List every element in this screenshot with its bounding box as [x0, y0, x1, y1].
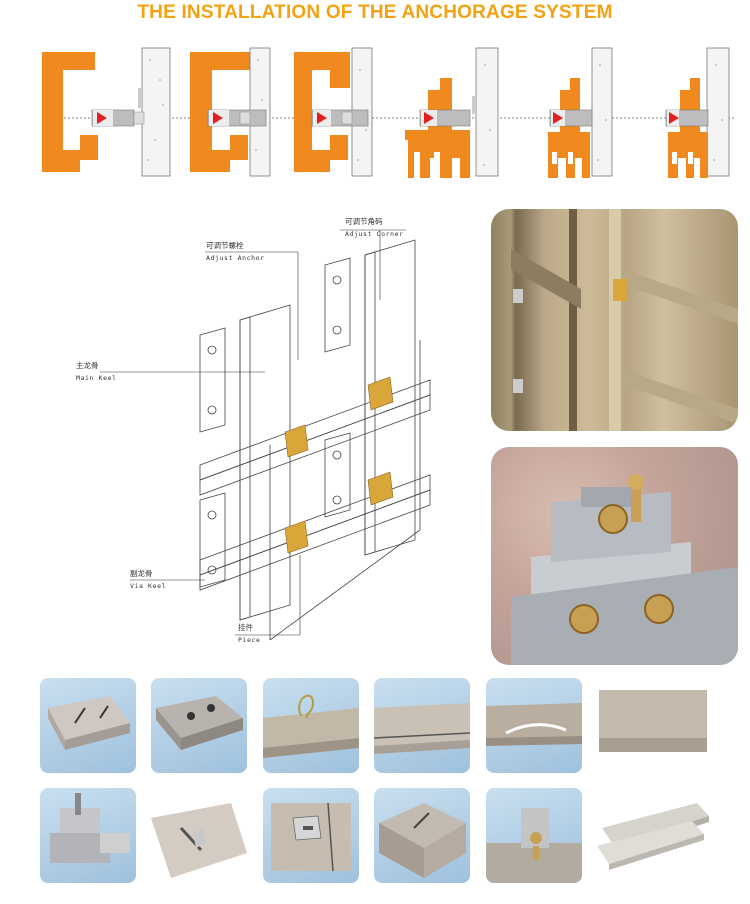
- adjust-corner-label-en: Adjust Corner: [345, 230, 404, 238]
- step-3-diagram: [294, 47, 373, 177]
- keel-system-diagram: 可调节螺栓 Adjust Anchor 可调节角码 Adjust Corner …: [76, 216, 431, 644]
- anchor-bracket-closeup-photo: [491, 447, 738, 665]
- stone-corner-groove-photo: [374, 788, 470, 883]
- wall-installation-photo: [491, 209, 738, 431]
- installation-steps: [42, 47, 735, 178]
- stone-with-plate-photo: [151, 788, 247, 883]
- via-keel-label-cn: 副龙骨: [130, 568, 153, 578]
- step-6-diagram: [665, 47, 730, 178]
- stone-with-wire-hook-photo: [263, 678, 359, 773]
- step-4-diagram: [405, 47, 499, 178]
- page-title: THE INSTALLATION OF THE ANCHORAGE SYSTEM: [137, 2, 613, 23]
- step-2-diagram: [190, 47, 271, 177]
- adjust-anchor-label-cn: 可调节螺栓: [206, 240, 244, 250]
- step-5-diagram: [548, 47, 613, 178]
- stone-with-slotted-plate-photo: [263, 788, 359, 883]
- piece-label-cn: 挂件: [238, 622, 253, 632]
- stone-slab-edge-photo: [597, 678, 710, 773]
- stone-edge-groove-photo: [374, 678, 470, 773]
- bracket-on-stone-photo: [486, 788, 582, 883]
- stone-with-slots-photo: [40, 678, 136, 773]
- stone-with-holes-photo: [151, 678, 247, 773]
- stacked-slabs-photo: [597, 788, 710, 883]
- main-keel-label-cn: 主龙骨: [76, 360, 99, 370]
- piece-label-en: Piece: [238, 636, 261, 644]
- via-keel-label-en: Via Keel: [130, 582, 166, 590]
- main-keel-label-en: Main Keel: [76, 374, 117, 382]
- adjust-corner-label-cn: 可调节角码: [345, 216, 383, 226]
- adjust-anchor-label-en: Adjust Anchor: [206, 254, 265, 262]
- stone-edge-cut-photo: [486, 678, 582, 773]
- aluminium-bracket-photo: [40, 788, 136, 883]
- step-1-diagram: [42, 47, 171, 177]
